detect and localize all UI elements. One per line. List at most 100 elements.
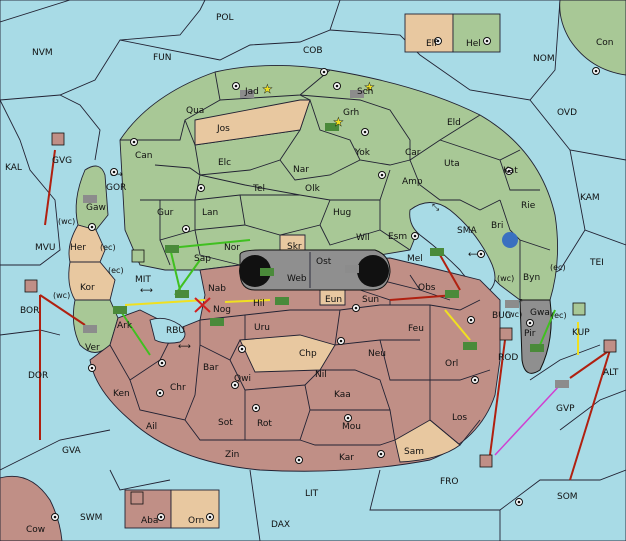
province-con[interactable] <box>559 0 626 76</box>
token-mit[interactable] <box>131 249 145 263</box>
label-nom: NOM <box>533 54 555 64</box>
label-kor: Kor <box>80 283 95 293</box>
unit-gwa[interactable] <box>505 300 519 308</box>
label-coast-wc3: (wc) <box>497 274 514 283</box>
label-coast-wc4: (wc) <box>505 310 522 319</box>
token-aba[interactable] <box>130 491 144 505</box>
label-swm: SWM <box>80 513 102 523</box>
label-sch: Sch <box>357 87 373 97</box>
label-rbu: RBU <box>166 326 185 336</box>
label-coast-wc2: (wc) <box>53 291 70 300</box>
label-alt: ALT <box>603 368 619 378</box>
label-grh: Grh <box>343 108 359 118</box>
label-rod: ROD <box>498 353 518 363</box>
province-kor[interactable] <box>68 261 116 301</box>
label-pir: Pir <box>524 329 536 339</box>
lake-west-cap <box>239 255 271 287</box>
unit-obs[interactable] <box>445 290 459 298</box>
unit-mel[interactable] <box>430 248 444 256</box>
label-jad: Jad <box>244 87 259 97</box>
unit-hil[interactable] <box>275 297 289 305</box>
label-skr: Skr <box>287 242 302 252</box>
label-chp: Chp <box>299 349 317 359</box>
label-sot: Sot <box>218 418 233 428</box>
lake-east-cap <box>357 255 389 287</box>
unit-orl[interactable] <box>463 342 477 350</box>
unit-jad[interactable] <box>240 90 254 98</box>
province-elf[interactable] <box>404 13 454 53</box>
province-her[interactable] <box>68 224 106 263</box>
province-hel[interactable] <box>452 13 501 53</box>
label-los: Los <box>452 413 467 423</box>
label-bri: Bri <box>491 221 503 231</box>
label-con: Con <box>596 38 614 48</box>
unit-gvp[interactable] <box>555 380 569 388</box>
token-kup[interactable] <box>572 302 586 316</box>
label-aba: Aba <box>141 516 158 526</box>
label-coast-ec4: (ec) <box>551 311 567 320</box>
units <box>24 90 617 505</box>
label-ark: Ark <box>117 321 133 331</box>
label-uta: Uta <box>444 159 460 169</box>
token-alt[interactable] <box>603 339 617 353</box>
label-gur: Gur <box>157 208 174 218</box>
unit-gaw[interactable] <box>83 195 97 203</box>
unit-sch[interactable] <box>350 90 364 98</box>
token-fro[interactable] <box>479 454 493 468</box>
label-lit: LIT <box>305 489 319 499</box>
label-sma: SMA <box>457 226 477 236</box>
label-gva: GVA <box>62 446 82 456</box>
label-olk: Olk <box>305 184 321 194</box>
label-buc: BUC <box>492 311 511 321</box>
label-gor: GOR <box>106 183 126 193</box>
unit-ost[interactable] <box>345 265 359 273</box>
label-tel: Tel <box>252 184 265 194</box>
label-elf: Elf <box>426 39 438 49</box>
province-chp[interactable] <box>239 334 336 373</box>
label-zin: Zin <box>225 450 239 460</box>
label-ost: Ost <box>316 257 332 267</box>
label-nar: Nar <box>293 165 309 175</box>
label-feu: Feu <box>408 324 424 334</box>
label-ovd: OVD <box>557 108 577 118</box>
token-bor[interactable] <box>24 279 38 293</box>
label-qwi: Qwi <box>234 374 251 384</box>
province-jos[interactable] <box>194 99 311 146</box>
label-nor: Nor <box>224 243 240 253</box>
token-buc[interactable] <box>499 327 513 341</box>
sea-rbu[interactable] <box>149 317 186 344</box>
label-qua: Qua <box>186 106 204 116</box>
label-amp: Amp <box>402 177 423 187</box>
label-hug: Hug <box>333 208 351 218</box>
label-nab: Nab <box>208 284 226 294</box>
unit-ver[interactable] <box>83 325 97 333</box>
label-gvp: GVP <box>556 404 575 414</box>
label-elc: Elc <box>218 158 231 168</box>
label-coast-ec2: (ec) <box>108 266 124 275</box>
unit-bri[interactable] <box>502 232 518 248</box>
label-coast-ec1: (ec) <box>100 243 116 252</box>
label-can: Can <box>135 151 153 161</box>
token-gvg[interactable] <box>51 132 65 146</box>
unit-ark[interactable] <box>113 306 127 314</box>
central-lake <box>239 249 391 291</box>
unit-grh[interactable] <box>325 123 339 131</box>
label-rie: Rie <box>521 201 536 211</box>
label-gwa: Gwa <box>530 308 550 318</box>
label-wil: Wil <box>356 233 370 243</box>
unit-sap[interactable] <box>165 245 179 253</box>
unit-pir[interactable] <box>530 344 544 352</box>
label-chr: Chr <box>170 383 186 393</box>
province-cow[interactable] <box>0 475 63 541</box>
unit-nog[interactable] <box>210 318 224 326</box>
label-dax: DAX <box>271 520 290 530</box>
red-borders <box>109 274 491 446</box>
label-kat: Kat <box>503 166 518 176</box>
label-ken: Ken <box>113 389 130 399</box>
unit-web[interactable] <box>260 268 274 276</box>
province-orn[interactable] <box>170 489 220 529</box>
unit-nab[interactable] <box>175 290 189 298</box>
province-pir[interactable] <box>519 299 552 374</box>
